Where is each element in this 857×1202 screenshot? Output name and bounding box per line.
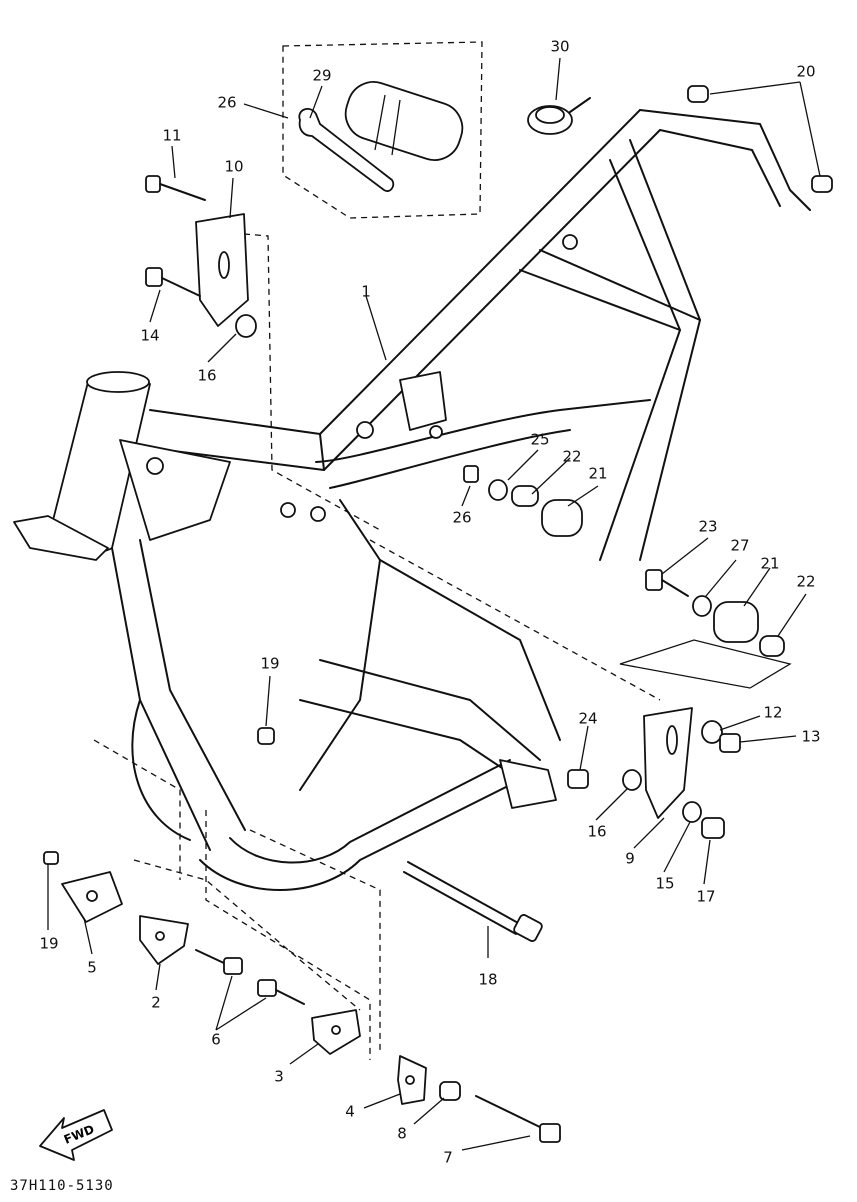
- washer-part-25: [488, 479, 508, 501]
- callout-16-upper: 16: [197, 366, 217, 385]
- callout-16-lower: 16: [587, 822, 607, 841]
- nut-part-8: [439, 1081, 461, 1101]
- washer-part-27: [692, 595, 712, 617]
- callout-22-right: 22: [796, 572, 816, 591]
- drawing-code: 37H110-5130: [10, 1178, 114, 1194]
- bracket-part-2: [139, 915, 189, 965]
- washer-part-16a: [235, 314, 257, 338]
- callout-12: 12: [763, 703, 783, 722]
- fwd-arrow-icon: FWD: [39, 1109, 113, 1161]
- callout-19-lower: 19: [39, 934, 59, 953]
- callout-24: 24: [578, 709, 598, 728]
- callout-9: 9: [625, 849, 635, 868]
- callout-3: 3: [274, 1067, 284, 1086]
- main-frame: [13, 109, 811, 891]
- leader-lines: [47, 57, 821, 1151]
- nut-part-24: [567, 769, 589, 789]
- bushing-part-21b: [713, 601, 759, 643]
- tool-kit-group: [282, 41, 483, 219]
- bushing-part-21a: [541, 499, 583, 537]
- callout-19-upper: 19: [260, 654, 280, 673]
- wrench-part: [298, 107, 395, 192]
- washer-part-15: [682, 801, 702, 823]
- callout-25: 25: [530, 430, 550, 449]
- callout-21-right: 21: [760, 554, 780, 573]
- callout-21-center: 21: [588, 464, 608, 483]
- collar-part-30: [527, 97, 591, 135]
- washer-part-12: [701, 720, 723, 744]
- bolt-part-18: [403, 861, 543, 942]
- collar-part-22a: [511, 485, 539, 507]
- engine-bracket-9: [643, 707, 693, 819]
- callout-1: 1: [361, 282, 371, 301]
- bracket-part-3: [311, 1009, 361, 1055]
- callout-30: 30: [550, 37, 570, 56]
- callout-2: 2: [151, 993, 161, 1012]
- callout-15: 15: [655, 874, 675, 893]
- callout-26-bolt: 26: [452, 508, 472, 527]
- caps-part-20: [687, 85, 833, 193]
- callout-29: 29: [312, 66, 332, 85]
- bracket-part-5: [61, 871, 123, 923]
- callout-8: 8: [397, 1124, 407, 1143]
- callout-27: 27: [730, 536, 750, 555]
- callout-22-center: 22: [562, 447, 582, 466]
- callout-10: 10: [224, 157, 244, 176]
- callout-4: 4: [345, 1102, 355, 1121]
- bolt-part-26: [463, 465, 479, 483]
- bolt-part-6a: [195, 949, 243, 975]
- nut-part-17: [701, 817, 725, 839]
- callout-5: 5: [87, 958, 97, 977]
- callout-18: 18: [478, 970, 498, 989]
- callout-26-toolbag: 26: [217, 93, 237, 112]
- callout-7: 7: [443, 1148, 453, 1167]
- callout-17: 17: [696, 887, 716, 906]
- nut-part-19b: [43, 851, 59, 865]
- bolt-part-11: [145, 175, 206, 201]
- engine-bracket-10: [195, 213, 249, 327]
- bolt-part-14: [145, 267, 201, 297]
- callout-6: 6: [211, 1030, 221, 1049]
- callout-13: 13: [801, 727, 821, 746]
- tool-bag-part: [344, 81, 464, 161]
- callout-14: 14: [140, 326, 160, 345]
- bracket-part-4: [397, 1055, 427, 1105]
- callout-11: 11: [162, 126, 182, 145]
- callout-20: 20: [796, 62, 816, 81]
- callout-23: 23: [698, 517, 718, 536]
- collar-part-22b: [759, 635, 785, 657]
- bolt-part-7: [475, 1095, 561, 1143]
- bolt-part-6b: [257, 979, 305, 1005]
- washer-part-16b: [622, 769, 642, 791]
- nut-part-13: [719, 733, 741, 753]
- bolt-part-23: [645, 569, 689, 597]
- nut-part-19a: [257, 727, 275, 745]
